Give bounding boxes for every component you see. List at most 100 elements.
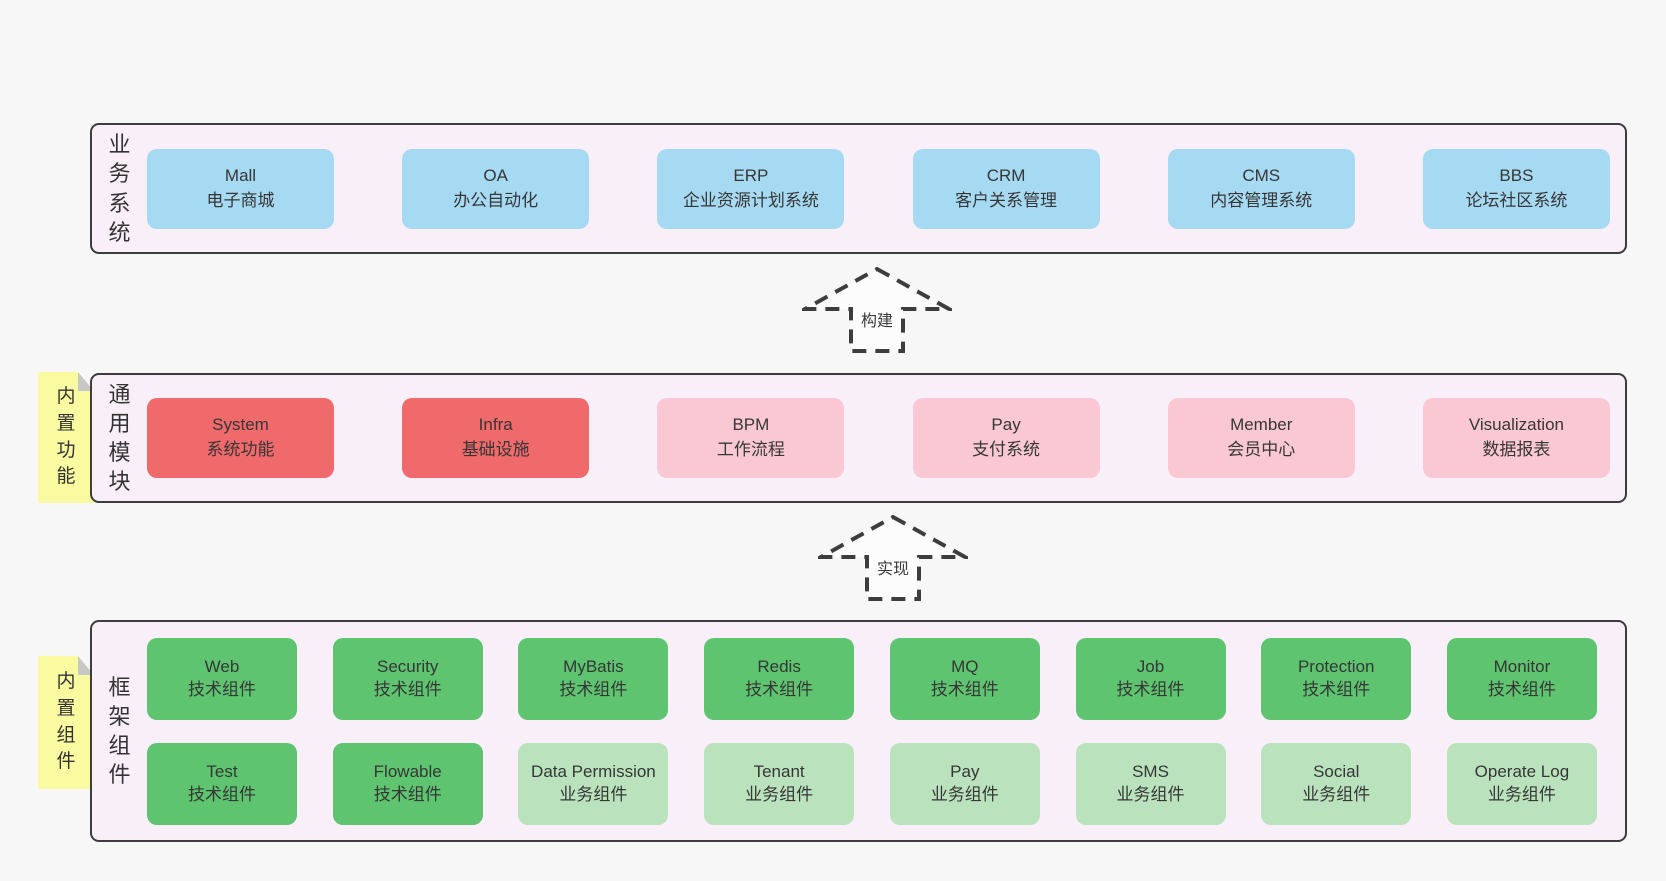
box-redis: Redis 技术组件: [704, 637, 855, 720]
band-framework-components: 框架组件 Web 技术组件 Security 技术组件 MyBatis 技术组件…: [90, 620, 1627, 842]
band-label-text: 通用模块: [108, 381, 131, 495]
box-erp: ERP 企业资源计划系统: [657, 148, 845, 229]
box-subtitle: 会员中心: [1227, 440, 1296, 459]
box-title: MyBatis: [563, 657, 624, 677]
arrow-implement-label: 实现: [876, 561, 909, 578]
box-title: Web: [204, 657, 240, 677]
box-title: Tenant: [753, 762, 805, 782]
band-business-systems: 业务系统 Mall 电子商城 OA 办公自动化 ERP 企业资源计划系统 CRM…: [90, 123, 1627, 254]
box-title: Infra: [478, 415, 513, 435]
box-title: Data Permission: [531, 762, 656, 782]
up-block-arrow-icon: [818, 514, 968, 601]
band-label-common-modules: 通用模块: [92, 380, 147, 496]
box-pay-component: Pay 业务组件: [889, 742, 1040, 825]
box-sms: SMS 业务组件: [1075, 742, 1226, 825]
box-title: Monitor: [1493, 657, 1551, 677]
box-crm: CRM 客户关系管理: [912, 148, 1100, 229]
up-block-arrow-icon: [802, 266, 952, 353]
box-subtitle: 业务组件: [1302, 784, 1371, 804]
box-subtitle: 业务组件: [930, 784, 999, 804]
box-subtitle: 系统功能: [206, 440, 275, 459]
box-oa: OA 办公自动化: [402, 148, 590, 229]
note-text: 内置组件: [56, 671, 76, 773]
box-subtitle: 技术组件: [745, 679, 814, 699]
box-title: OA: [483, 165, 508, 185]
box-subtitle: 技术组件: [188, 784, 256, 804]
box-title: BPM: [732, 415, 770, 435]
box-bpm: BPM 工作流程: [657, 398, 845, 478]
box-subtitle: 技术组件: [373, 784, 442, 804]
box-title: Redis: [757, 657, 801, 677]
box-subtitle: 内容管理系统: [1210, 190, 1313, 210]
band-label-text: 框架组件: [108, 674, 131, 788]
band-components-content: Web 技术组件 Security 技术组件 MyBatis 技术组件 Redi…: [147, 637, 1625, 825]
box-title: BBS: [1499, 165, 1534, 185]
box-title: Social: [1313, 762, 1360, 782]
band-modules-content: System 系统功能 Infra 基础设施 BPM 工作流程 Pay 支付系统…: [147, 398, 1625, 478]
components-row-1: Web 技术组件 Security 技术组件 MyBatis 技术组件 Redi…: [147, 637, 1597, 720]
box-title: MQ: [951, 657, 979, 677]
box-system: System 系统功能: [147, 398, 334, 478]
box-infra: Infra 基础设施: [402, 398, 590, 478]
band-label-framework-components: 框架组件: [92, 673, 147, 789]
box-title: Operate Log: [1474, 762, 1570, 782]
box-subtitle: 数据报表: [1482, 440, 1551, 459]
box-flowable: Flowable 技术组件: [332, 742, 483, 825]
box-title: Pay: [950, 762, 980, 782]
box-subtitle: 业务组件: [559, 784, 628, 804]
box-subtitle: 技术组件: [373, 679, 442, 699]
band-label-business-systems: 业务系统: [92, 130, 147, 246]
box-title: CRM: [986, 165, 1026, 185]
box-job: Job 技术组件: [1075, 637, 1226, 720]
box-subtitle: 技术组件: [559, 679, 628, 699]
box-subtitle: 业务组件: [1116, 784, 1185, 804]
arrow-build-label: 构建: [860, 313, 893, 330]
box-title: Security: [376, 657, 439, 677]
note-built-in-features: 内置功能: [38, 372, 94, 503]
box-subtitle: 电子商城: [206, 190, 275, 210]
band-common-modules: 通用模块 System 系统功能 Infra 基础设施 BPM 工作流程 Pay…: [90, 373, 1627, 503]
box-mall: Mall 电子商城: [147, 148, 334, 229]
band-business-content: Mall 电子商城 OA 办公自动化 ERP 企业资源计划系统 CRM 客户关系…: [147, 148, 1625, 229]
box-title: Test: [206, 762, 238, 782]
box-mybatis: MyBatis 技术组件: [518, 637, 669, 720]
box-subtitle: 企业资源计划系统: [682, 190, 819, 210]
box-cms: CMS 内容管理系统: [1167, 148, 1355, 229]
box-subtitle: 支付系统: [972, 440, 1041, 459]
box-title: Visualization: [1468, 415, 1564, 435]
box-subtitle: 业务组件: [745, 784, 814, 804]
box-title: ERP: [733, 165, 769, 185]
arrow-implement: 实现: [818, 514, 968, 602]
box-title: Pay: [991, 415, 1021, 435]
box-protection: Protection 技术组件: [1261, 637, 1412, 720]
box-title: Flowable: [373, 762, 442, 782]
box-social: Social 业务组件: [1261, 742, 1412, 825]
note-built-in-components: 内置组件: [38, 656, 94, 789]
box-title: SMS: [1132, 762, 1169, 782]
box-operate-log: Operate Log 业务组件: [1446, 742, 1597, 825]
box-title: Job: [1136, 657, 1165, 677]
box-subtitle: 办公自动化: [453, 190, 539, 210]
box-tenant: Tenant 业务组件: [704, 742, 855, 825]
box-subtitle: 客户关系管理: [955, 190, 1058, 210]
box-pay: Pay 支付系统: [912, 398, 1100, 478]
box-data-permission: Data Permission 业务组件: [518, 742, 669, 825]
band-label-text: 业务系统: [108, 132, 131, 245]
box-title: Protection: [1297, 657, 1375, 677]
box-security: Security 技术组件: [332, 637, 483, 720]
box-subtitle: 基础设施: [461, 440, 530, 459]
box-bbs: BBS 论坛社区系统: [1422, 148, 1610, 229]
box-mq: MQ 技术组件: [889, 637, 1040, 720]
box-visualization: Visualization 数据报表: [1422, 398, 1610, 478]
box-subtitle: 业务组件: [1487, 784, 1556, 804]
box-subtitle: 技术组件: [1116, 679, 1185, 699]
box-title: Member: [1230, 415, 1293, 435]
box-test: Test 技术组件: [147, 742, 297, 825]
box-title: System: [212, 415, 269, 435]
note-text: 内置功能: [56, 386, 76, 488]
box-member: Member 会员中心: [1167, 398, 1355, 478]
box-subtitle: 技术组件: [1487, 679, 1556, 699]
box-title: Mall: [224, 165, 257, 185]
box-subtitle: 论坛社区系统: [1465, 190, 1568, 210]
